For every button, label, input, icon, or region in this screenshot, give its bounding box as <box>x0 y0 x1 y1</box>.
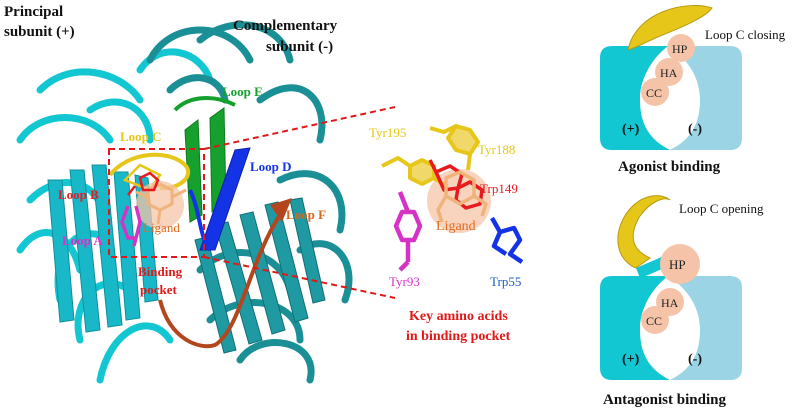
ligand-label: Ligand <box>143 220 180 235</box>
agonist-complementary-block <box>668 46 742 150</box>
agonist-minus-label: (-) <box>688 122 702 137</box>
zoom-ligand-label: Ligand <box>436 219 476 234</box>
antagonist-cc-label: CC <box>646 314 662 328</box>
antagonist-hp-label: HP <box>669 257 686 272</box>
tyr188-label: Tyr188 <box>478 142 515 157</box>
complementary-label-line1: Complementary <box>233 18 338 34</box>
zoom-connector-top <box>203 106 396 150</box>
antagonist-plus-label: (+) <box>622 352 640 367</box>
antagonist-schematic <box>600 195 742 380</box>
tyr93-residue <box>393 191 423 272</box>
agonist-loop-c <box>627 4 713 51</box>
agonist-cc-label: CC <box>646 86 662 100</box>
loop-b-label: Loop B <box>58 187 99 202</box>
loop-e-ribbon <box>173 96 236 112</box>
binding-pocket-line2: pocket <box>140 282 178 297</box>
antagonist-title: Antagonist binding <box>603 392 726 408</box>
loop-d-ribbon <box>188 189 212 252</box>
loop-b-residue <box>127 171 160 196</box>
tyr195-label: Tyr195 <box>369 125 406 140</box>
antagonist-hp-site <box>660 244 700 284</box>
agonist-hp-label: HP <box>672 42 688 56</box>
agonist-loop-state: Loop C closing <box>705 27 786 42</box>
loop-a-label: Loop A <box>62 233 103 248</box>
loop-a-residue <box>120 205 142 247</box>
principal-label-line1: Principal <box>4 4 63 20</box>
agonist-schematic <box>600 4 742 150</box>
agonist-principal-block <box>600 46 670 150</box>
loop-c-label: Loop C <box>120 129 162 144</box>
zoom-caption-line1: Key amino acids <box>409 309 508 324</box>
trp149-label: Trp149 <box>480 181 518 196</box>
zoom-pocket <box>381 124 524 272</box>
loop-e-strand-1 <box>184 119 203 223</box>
antagonist-principal-block <box>600 276 670 380</box>
binding-pocket-line1: Binding <box>138 264 183 279</box>
loop-f-strand <box>270 198 292 222</box>
complementary-label-line2: subunit (-) <box>266 39 333 55</box>
principal-label-line2: subunit (+) <box>4 24 75 40</box>
loop-d-label: Loop D <box>250 159 292 174</box>
loop-f-ribbon <box>158 213 282 349</box>
zoom-caption-line2: in binding pocket <box>406 329 511 344</box>
zoom-ligand-molecule <box>436 170 488 223</box>
binding-pocket-box <box>108 148 205 258</box>
zoom-connector-bottom <box>203 256 396 299</box>
antagonist-minus-label: (-) <box>688 352 702 367</box>
trp55-label: Trp55 <box>490 274 521 289</box>
agonist-plus-label: (+) <box>622 122 640 137</box>
agonist-title: Agonist binding <box>618 159 721 175</box>
antagonist-cc-site <box>641 306 669 334</box>
agonist-hp-site <box>667 34 695 62</box>
complementary-beta-strands <box>194 197 326 354</box>
tyr93-label: Tyr93 <box>389 274 420 289</box>
tyr188-residue <box>429 124 480 171</box>
loop-e-label: Loop E <box>222 84 263 99</box>
antagonist-ha-label: HA <box>661 296 679 310</box>
loop-d-strand <box>199 147 251 251</box>
agonist-ha-site <box>655 58 683 86</box>
agonist-cc-site <box>641 78 669 106</box>
antagonist-loop-state: Loop C opening <box>679 201 764 216</box>
trp55-residue <box>490 216 524 264</box>
antagonist-complementary-block <box>668 276 742 380</box>
agonist-ha-label: HA <box>660 66 678 80</box>
complementary-subunit-ribbons <box>146 21 353 384</box>
loop-c-ribbon <box>108 152 191 191</box>
loop-f-label: Loop F <box>286 207 326 222</box>
antagonist-loop-c <box>617 195 671 269</box>
principal-subunit-ribbons <box>16 48 214 384</box>
protein-structure <box>16 21 396 384</box>
ligand-molecule <box>135 182 187 225</box>
